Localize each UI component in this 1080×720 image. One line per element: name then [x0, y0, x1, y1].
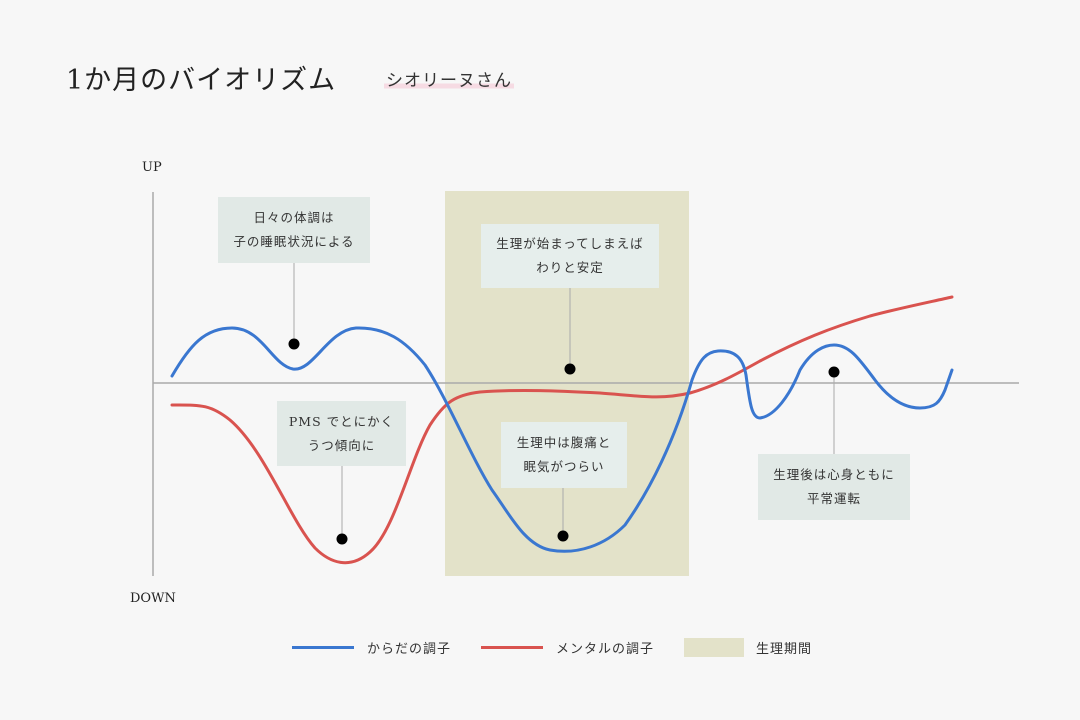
note-text: 日々の体調は	[253, 210, 335, 225]
note-period-stable: 生理が始まってしまえば わりと安定	[481, 224, 659, 288]
legend-item-period: 生理期間	[684, 638, 812, 657]
person-name: シオリーヌさん	[384, 66, 514, 91]
y-axis-down-label: DOWN	[130, 591, 176, 606]
body-series-line	[170, 326, 954, 553]
page-title: 1か月のバイオリズム	[66, 65, 337, 96]
red-line-swatch-icon	[481, 646, 544, 649]
note-text: 子の睡眠状況による	[233, 234, 355, 249]
legend-label: 生理期間	[756, 642, 813, 657]
legend-item-mental: メンタルの調子	[481, 638, 654, 657]
note-during-period: 生理中は腹痛と 眠気がつらい	[501, 422, 627, 488]
annotation-dot	[828, 366, 840, 378]
legend: からだの調子 メンタルの調子 生理期間	[292, 638, 842, 657]
legend-label: メンタルの調子	[556, 642, 655, 657]
note-text: PMS でとにかく	[288, 413, 395, 429]
note-text: 平常運転	[806, 491, 861, 506]
y-axis-up-label: UP	[142, 160, 162, 175]
note-pms: PMS でとにかく うつ傾向に	[277, 401, 406, 466]
annotation-dot	[564, 363, 576, 375]
note-sleep: 日々の体調は 子の睡眠状況による	[218, 197, 370, 263]
annotation-dot	[336, 533, 348, 545]
note-after-period: 生理後は心身ともに 平常運転	[758, 454, 910, 520]
period-swatch-icon	[684, 638, 745, 657]
note-text: 眠気がつらい	[523, 459, 605, 474]
mental-series-line	[170, 295, 954, 565]
note-text: 生理中は腹痛と	[516, 435, 612, 450]
legend-label: からだの調子	[367, 642, 452, 657]
annotation-dot	[288, 338, 300, 350]
note-text: 生理が始まってしまえば	[496, 236, 644, 251]
blue-line-swatch-icon	[292, 646, 354, 649]
note-text: 生理後は心身ともに	[773, 467, 895, 482]
annotation-dot	[557, 530, 569, 542]
note-text: わりと安定	[536, 260, 604, 275]
legend-item-body: からだの調子	[292, 638, 451, 657]
note-text: うつ傾向に	[307, 437, 376, 453]
